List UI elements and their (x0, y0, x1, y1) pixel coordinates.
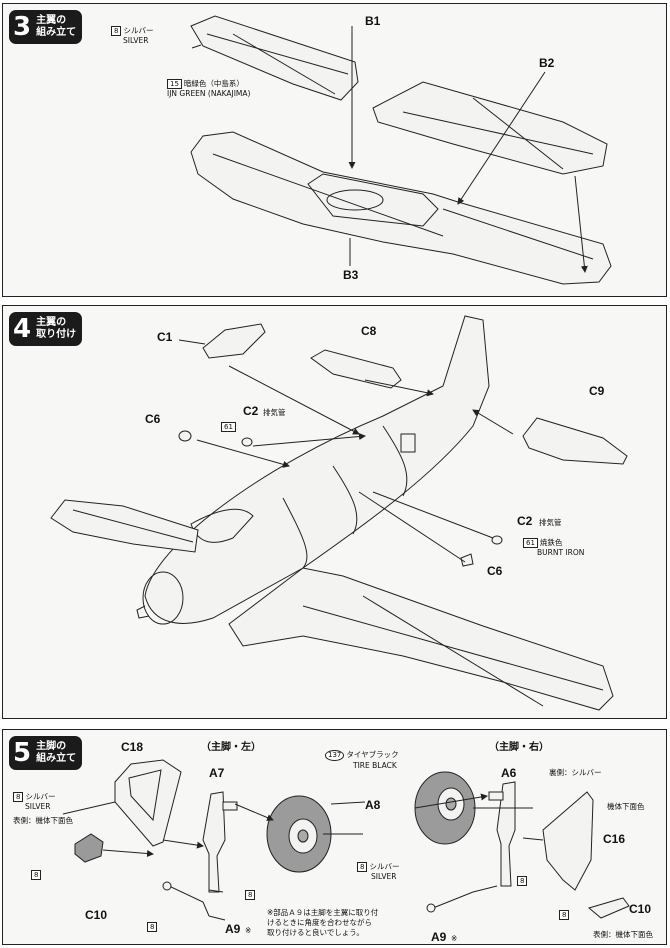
step-4-diagram (50, 315, 628, 711)
step-number: 4 (13, 314, 32, 344)
step-badge: 5 主脚の 組み立て (9, 736, 83, 770)
note-mark: ※ (451, 934, 458, 943)
canopy-part-c1 (202, 323, 266, 359)
paint-code: 15 (167, 79, 182, 89)
back-color-note: 裏側：シルバー (549, 768, 602, 777)
step-title: 主翼の 組み立て (36, 15, 77, 38)
label-c18: C18 (121, 740, 144, 754)
step-badge: 3 主翼の 組み立て (9, 10, 83, 44)
paint-code: 8 (245, 890, 256, 900)
label-c6: C6 (487, 564, 503, 578)
paint-name-en: IJN GREEN (NAKAJIMA) (167, 89, 251, 98)
label-a6: A6 (501, 766, 517, 780)
step-4-panel: 4 主翼の 取り付け (2, 305, 667, 719)
paint-name: タイヤブラック (346, 750, 399, 759)
paint-name: シルバー (25, 792, 56, 801)
label-a9: A9 (431, 930, 447, 944)
step-5-panel: 5 主脚の 組み立て （主脚・左） （主脚・右） (2, 729, 667, 945)
left-wing (50, 499, 199, 553)
underside-color-note: 表側：機体下面色 (13, 816, 73, 825)
paint-name-en: SILVER (371, 872, 397, 881)
paint-code: 8 (559, 910, 570, 920)
part-c10-left (74, 833, 104, 863)
link-part-a9-right (432, 885, 498, 909)
paint-code: 8 (517, 876, 528, 886)
label-a7: A7 (209, 766, 225, 780)
paint-code: 8 (147, 922, 158, 932)
label-c9: C9 (589, 384, 605, 398)
part-c10-right (587, 897, 630, 919)
step-number: 5 (13, 738, 32, 768)
underside-color-note: 機体下面色 (607, 802, 645, 811)
paint-code: 8 (111, 26, 122, 36)
gear-door-part-c18 (114, 759, 182, 847)
underside-color-note: 表側：機体下面色 (593, 930, 653, 939)
note-mark: ※ (245, 926, 252, 935)
label-c2: C2 (243, 404, 259, 418)
heading-right-gear: （主脚・右） (489, 742, 549, 753)
step-title: 主脚の 組み立て (36, 741, 77, 764)
step-title: 主翼の 取り付け (36, 317, 77, 340)
paint-name-en: SILVER (25, 802, 51, 811)
step-number: 3 (13, 12, 32, 42)
paint-name-en: SILVER (123, 36, 149, 45)
paint-name: 暗緑色（中島系） (183, 79, 244, 88)
paint-name: 焼鉄色 (539, 538, 563, 547)
stabilizer-part-c9 (522, 417, 628, 465)
step-badge: 4 主翼の 取り付け (9, 312, 83, 346)
paint-code: 8 (357, 862, 368, 872)
paint-code: 61 (221, 422, 236, 432)
label-a9: A9 (225, 922, 241, 936)
paint-name-en: TIRE BLACK (353, 761, 397, 770)
paint-name-en: BURNT IRON (537, 548, 585, 557)
link-part-a9-left (168, 885, 210, 917)
label-c1: C1 (157, 330, 173, 344)
paint-code: 8 (13, 792, 24, 802)
stabilizer-part-c8 (310, 349, 402, 389)
step-5-diagram (62, 759, 630, 921)
label-c10: C10 (629, 902, 652, 916)
paint-name: シルバー (369, 862, 400, 871)
assembly-note: ※部品Ａ９は主脚を主翼に取り付 けるときに角度を合わせながら 取り付けると良いで… (267, 908, 379, 937)
label-c16: C16 (603, 832, 626, 846)
wing-part-b3 (190, 131, 612, 285)
label-c10: C10 (85, 908, 108, 922)
label-b1: B1 (365, 14, 381, 28)
label-c2: C2 (517, 514, 533, 528)
strut-part-a7 (202, 791, 226, 893)
paint-code: 8 (31, 870, 42, 880)
exhaust-label: 排気管 (263, 408, 286, 417)
step-3-diagram (190, 15, 612, 285)
exhaust-label: 排気管 (539, 518, 562, 527)
label-b2: B2 (539, 56, 555, 70)
paint-name: シルバー (123, 26, 154, 35)
label-c6: C6 (145, 412, 161, 426)
paint-code: 137 (325, 750, 345, 761)
label-b3: B3 (343, 268, 359, 282)
wing-part-b2 (372, 81, 608, 175)
gear-door-part-c16 (542, 791, 594, 891)
paint-code: 61 (523, 538, 538, 548)
label-c8: C8 (361, 324, 377, 338)
heading-left-gear: （主脚・左） (201, 742, 261, 753)
label-a8: A8 (365, 798, 381, 812)
